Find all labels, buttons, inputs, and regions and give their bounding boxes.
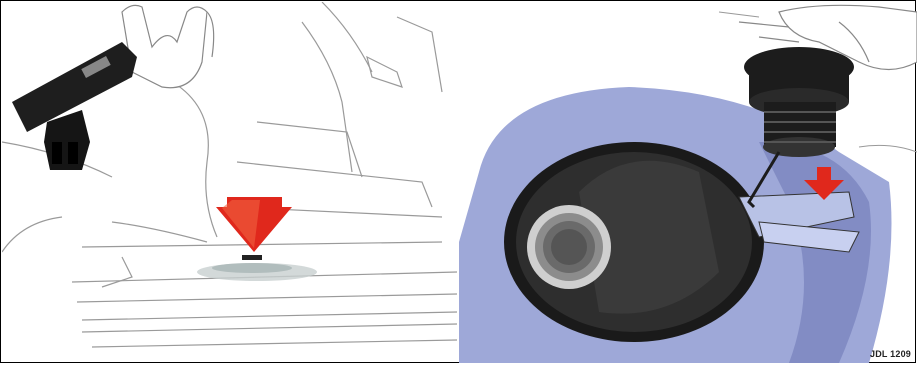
- figure-reference-code: JDL 1209: [870, 349, 911, 359]
- fuel-cap-key-icon: [12, 42, 137, 170]
- hand-icon: [122, 5, 214, 87]
- door-sill-slot-icon: [197, 255, 317, 281]
- door-sill-line-art: [2, 2, 457, 347]
- right-panel-illustration: [459, 2, 917, 363]
- filler-neck-icon: [527, 205, 611, 289]
- left-panel-illustration: [2, 2, 458, 363]
